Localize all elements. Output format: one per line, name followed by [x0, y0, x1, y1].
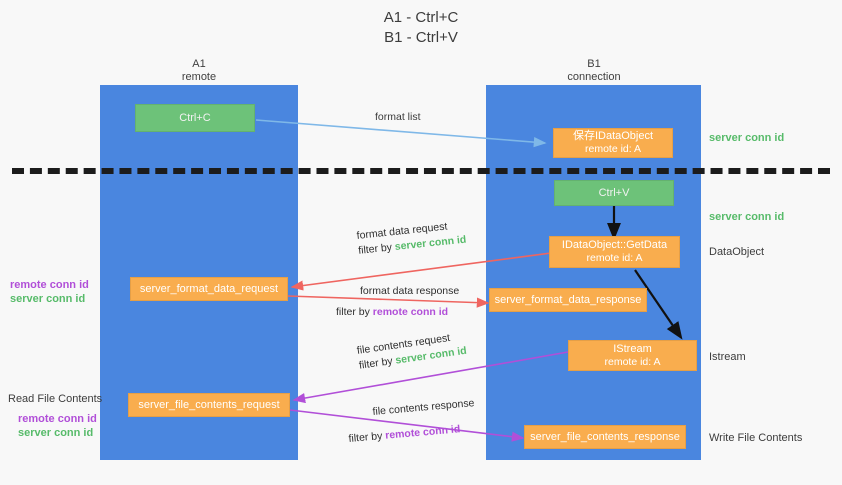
- annotation-server-conn-id-2: server conn id: [18, 427, 94, 439]
- edge-label-format-list: format list: [375, 110, 421, 125]
- filter-prefix: filter by: [348, 429, 386, 445]
- annotation-server-conn-id-mid: server conn id: [709, 211, 785, 223]
- title-line-2: B1 - Ctrl+V: [384, 29, 458, 46]
- filter-id-remote-conn: remote conn id: [384, 423, 461, 442]
- annotation-server-conn-id-1: server conn id: [10, 293, 86, 305]
- filter-prefix: filter by: [357, 241, 396, 257]
- edge-label-format-list-text: format list: [375, 111, 421, 123]
- node-ctrl-v-label: Ctrl+V: [598, 186, 630, 199]
- node-istream[interactable]: IStream remote id: A: [568, 340, 697, 371]
- edge-label-format-data-request: format data request filter by server con…: [356, 218, 467, 259]
- node-ctrl-c-label: Ctrl+C: [179, 111, 211, 124]
- filter-id-remote-conn: remote conn id: [372, 306, 449, 318]
- node-getdata-line2: remote id: A: [586, 252, 643, 264]
- node-getdata-line1: IDataObject::GetData: [561, 239, 668, 251]
- column-header-a1: A1 remote: [120, 58, 278, 84]
- node-server-file-contents-response[interactable]: server_file_contents_response: [524, 425, 686, 449]
- annotation-remote-conn-id-2: remote conn id: [18, 413, 97, 425]
- node-ctrl-v[interactable]: Ctrl+V: [554, 180, 674, 206]
- node-istream-line2: remote id: A: [604, 355, 661, 368]
- node-server-format-data-request-label: server_format_data_request: [139, 282, 279, 295]
- node-save-idataobject-line2: remote id: A: [584, 143, 642, 155]
- column-a1-name: A1: [192, 58, 206, 70]
- node-server-file-contents-request[interactable]: server_file_contents_request: [128, 393, 290, 417]
- annotation-read-file-contents: Read File Contents: [8, 393, 103, 405]
- page-title: A1 - Ctrl+C B1 - Ctrl+V: [0, 8, 842, 48]
- column-b1-name: B1: [587, 58, 601, 70]
- column-header-b1: B1 connection: [514, 58, 674, 84]
- edge-label-format-data-response-filter: filter by remote conn id: [336, 305, 448, 320]
- edge-label-format-data-response: format data response: [360, 284, 459, 299]
- node-server-format-data-response[interactable]: server_format_data_response: [489, 288, 647, 312]
- annotation-write-file-contents: Write File Contents: [709, 432, 803, 444]
- node-server-file-contents-request-label: server_file_contents_request: [138, 398, 280, 411]
- edge-label-file-contents-response-text: file contents response: [372, 397, 475, 418]
- edge-label-format-data-response-text: format data response: [360, 285, 460, 297]
- divider-line: [12, 168, 830, 174]
- annotation-server-conn-id-top: server conn id: [709, 132, 785, 144]
- node-server-file-contents-response-label: server_file_contents_response: [530, 430, 680, 443]
- annotation-remote-conn-id-1: remote conn id: [10, 279, 89, 291]
- annotation-istream: Istream: [709, 351, 746, 363]
- node-server-format-data-request[interactable]: server_format_data_request: [130, 277, 288, 301]
- node-istream-line1: IStream: [613, 342, 652, 355]
- node-save-idataobject[interactable]: 保存IDataObject remote id: A: [553, 128, 673, 158]
- edge-label-file-contents-request: file contents request filter by server c…: [356, 329, 468, 374]
- node-idataobject-getdata[interactable]: IDataObject::GetData remote id: A: [549, 236, 680, 268]
- node-server-format-data-response-label: server_format_data_response: [494, 293, 642, 306]
- node-save-idataobject-line1: 保存IDataObject: [572, 130, 654, 142]
- filter-prefix: filter by: [358, 354, 397, 372]
- node-ctrl-c[interactable]: Ctrl+C: [135, 104, 255, 132]
- filter-prefix: filter by: [336, 306, 373, 318]
- title-line-1: A1 - Ctrl+C: [383, 9, 459, 26]
- column-a1-sub: remote: [181, 71, 217, 83]
- edge-label-file-contents-response-filter: filter by remote conn id: [348, 422, 461, 447]
- annotation-dataobject: DataObject: [709, 246, 765, 258]
- edge-label-file-contents-response: file contents response: [372, 396, 475, 420]
- column-b1-sub: connection: [567, 71, 621, 83]
